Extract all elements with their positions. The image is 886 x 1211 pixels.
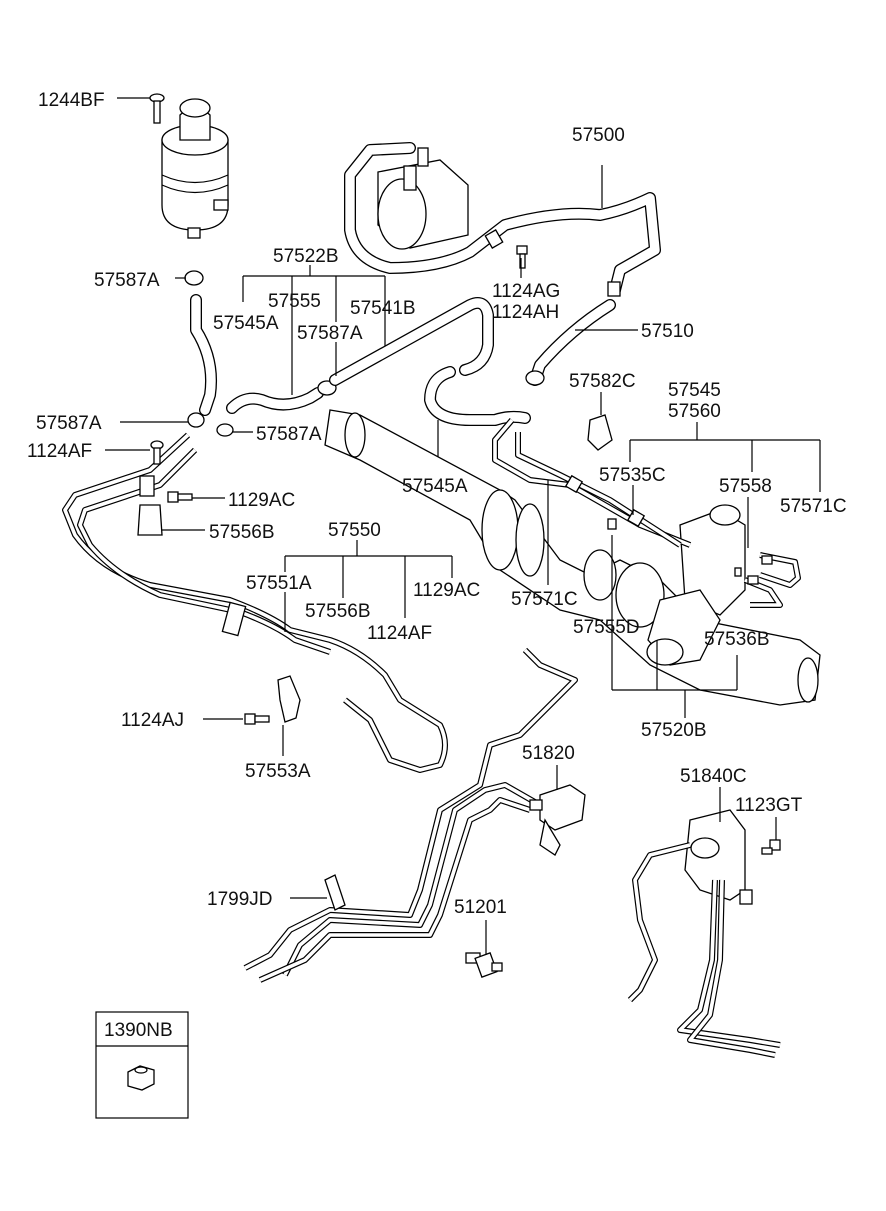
label-57535C: 57535C [599, 465, 666, 486]
label-1124AJ: 1124AJ [121, 710, 184, 731]
bolt-1129AC-top [167, 491, 193, 503]
label-1129AC-mid: 1129AC [413, 580, 480, 601]
hose-57510 [525, 299, 616, 386]
bolt-1124AG [516, 245, 528, 269]
label-1799JD: 1799JD [207, 889, 273, 910]
label-51201: 51201 [454, 897, 507, 918]
label-57587A-left: 57587A [36, 413, 102, 434]
bracket-57556B [137, 504, 163, 536]
bracket-57545-57560 [547, 422, 821, 585]
label-1124AG: 1124AG [492, 281, 560, 302]
bolt-1124AJ [244, 713, 270, 725]
valve-51201 [465, 952, 503, 978]
label-57587A-right: 57587A [256, 424, 322, 445]
label-57545: 57545 [668, 380, 721, 401]
label-57587A-mid: 57587A [297, 323, 363, 344]
label-1123GT: 1123GT [735, 795, 803, 816]
bolt-1123GT [761, 839, 781, 855]
bracket-57522B [242, 265, 386, 395]
label-57500: 57500 [572, 125, 625, 146]
label-57571C-mid: 57571C [511, 589, 578, 610]
label-51840C: 51840C [680, 766, 747, 787]
label-1244BF: 1244BF [38, 90, 105, 111]
cooler-tubes-57550 [62, 432, 448, 773]
label-57551A: 57551A [246, 573, 312, 594]
label-57560: 57560 [668, 401, 721, 422]
label-57522B: 57522B [273, 246, 339, 267]
label-57587A-top: 57587A [94, 270, 160, 291]
label-57520B: 57520B [641, 720, 707, 741]
bracket-57582C [587, 414, 613, 451]
steering-gear [324, 409, 821, 706]
bolt-1124AF-left [150, 440, 164, 465]
label-57510: 57510 [641, 321, 694, 342]
label-57571C-right: 57571C [780, 496, 847, 517]
bracket-57520B [611, 535, 738, 718]
label-57536B: 57536B [704, 629, 770, 650]
label-1124AF-left: 1124AF [27, 441, 92, 462]
power-steering-pump [377, 147, 469, 250]
pipe-57541B [329, 297, 494, 386]
hose-57545A [424, 366, 531, 426]
label-57558: 57558 [719, 476, 772, 497]
clip-1799JD [324, 874, 346, 911]
label-1124AH: 1124AH [492, 302, 559, 323]
bracket-57550 [284, 540, 453, 632]
reservoir [161, 98, 229, 239]
hose-57500 [344, 142, 661, 297]
clip-57553A [277, 675, 301, 723]
label-57582C: 57582C [569, 371, 636, 392]
canister-51840C [627, 809, 781, 1058]
label-57555D: 57555D [573, 617, 640, 638]
label-57541B: 57541B [350, 298, 416, 319]
label-57545A-mid: 57545A [402, 476, 468, 497]
label-57556B-mid: 57556B [305, 601, 371, 622]
label-57555: 57555 [268, 291, 321, 312]
label-57545A-top: 57545A [213, 313, 279, 334]
fuel-lines [243, 647, 578, 983]
label-1129AC-top: 1129AC [228, 490, 295, 511]
valve-51820 [529, 784, 586, 856]
label-1390NB: 1390NB [104, 1020, 173, 1041]
bolt-1244BF [149, 93, 165, 124]
label-1124AF-mid: 1124AF [367, 623, 432, 644]
return-hose-57555 [190, 294, 324, 416]
label-57556B-left: 57556B [209, 522, 275, 543]
label-57550: 57550 [328, 520, 381, 541]
box-1390NB [95, 1011, 189, 1119]
label-51820: 51820 [522, 743, 575, 764]
label-57553A: 57553A [245, 761, 311, 782]
